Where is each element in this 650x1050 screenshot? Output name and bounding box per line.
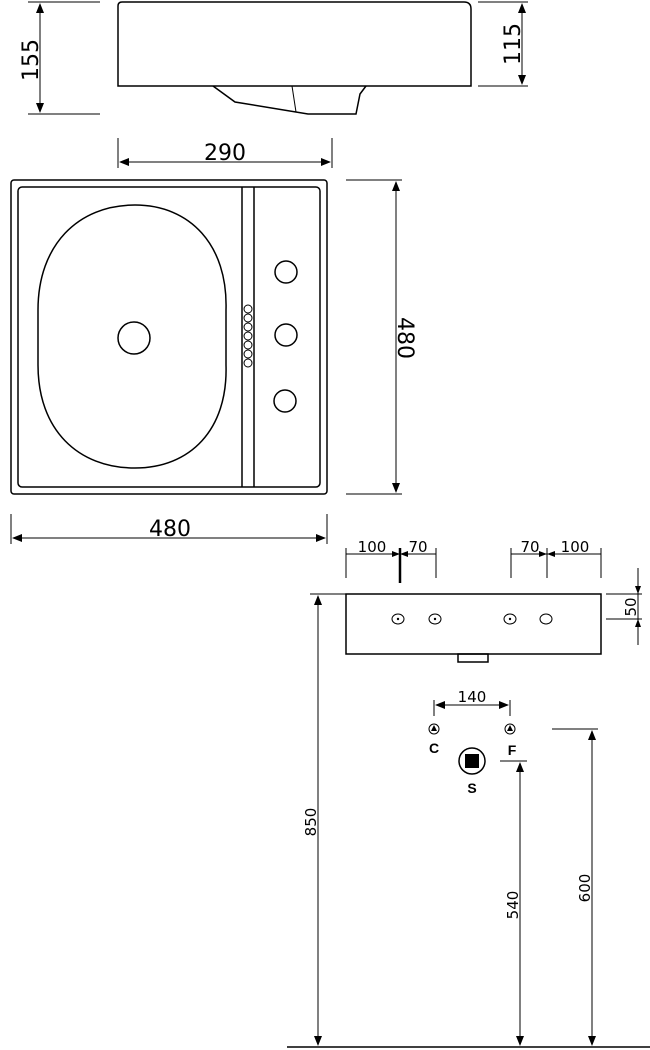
- label-waste: S: [467, 780, 476, 796]
- dim-140-text: 140: [458, 688, 487, 706]
- top-outer-rim: [10, 179, 328, 495]
- front-basin-body: [345, 593, 602, 655]
- top-inner-rim: [17, 186, 321, 488]
- top-overflow-holes: [243, 304, 253, 368]
- waste-outlet-circle: [458, 747, 486, 775]
- dim-540-text: 540: [504, 891, 522, 920]
- side-bowl-profile: [212, 85, 367, 115]
- dim-480-width-text: 480: [149, 517, 191, 542]
- front-view: 100 70 70 100 50: [345, 538, 642, 663]
- side-bowl-detail: [291, 85, 297, 113]
- dim-600-text: 600: [576, 874, 594, 903]
- dim-850-text: 850: [302, 808, 320, 837]
- dim-front-left-inner-text: 70: [408, 538, 427, 556]
- dim-front-right-outer-text: 100: [561, 538, 590, 556]
- front-hole-1: [391, 613, 405, 625]
- top-view: 290 480 480: [10, 138, 417, 544]
- front-hole-3: [503, 613, 517, 625]
- top-tap-hole-2: [274, 323, 298, 347]
- cold-supply-point: [428, 723, 440, 735]
- top-tap-hole-1: [274, 260, 298, 284]
- waste-outlet-square: [465, 754, 479, 768]
- dim-50-text: 50: [622, 597, 640, 616]
- label-cold: C: [429, 740, 439, 756]
- front-hole-4: [539, 613, 553, 625]
- install-view: 140 C F S 850 540 600: [287, 593, 650, 1048]
- top-bowl: [37, 204, 227, 469]
- front-waste-stub: [457, 653, 489, 663]
- dim-front-right-inner-text: 70: [520, 538, 539, 556]
- feed-supply-point: [504, 723, 516, 735]
- side-view: 155 115: [19, 1, 528, 115]
- top-tap-hole-3: [273, 389, 297, 413]
- label-feed: F: [508, 742, 517, 758]
- dim-290-text: 290: [204, 141, 246, 166]
- dim-front-left-outer-text: 100: [358, 538, 387, 556]
- side-basin-body: [117, 1, 472, 87]
- top-drain-circle: [117, 321, 151, 355]
- dim-155-text: 155: [19, 39, 44, 81]
- front-hole-2: [428, 613, 442, 625]
- dim-115-text: 115: [501, 23, 526, 65]
- dim-480-depth-text: 480: [392, 317, 417, 359]
